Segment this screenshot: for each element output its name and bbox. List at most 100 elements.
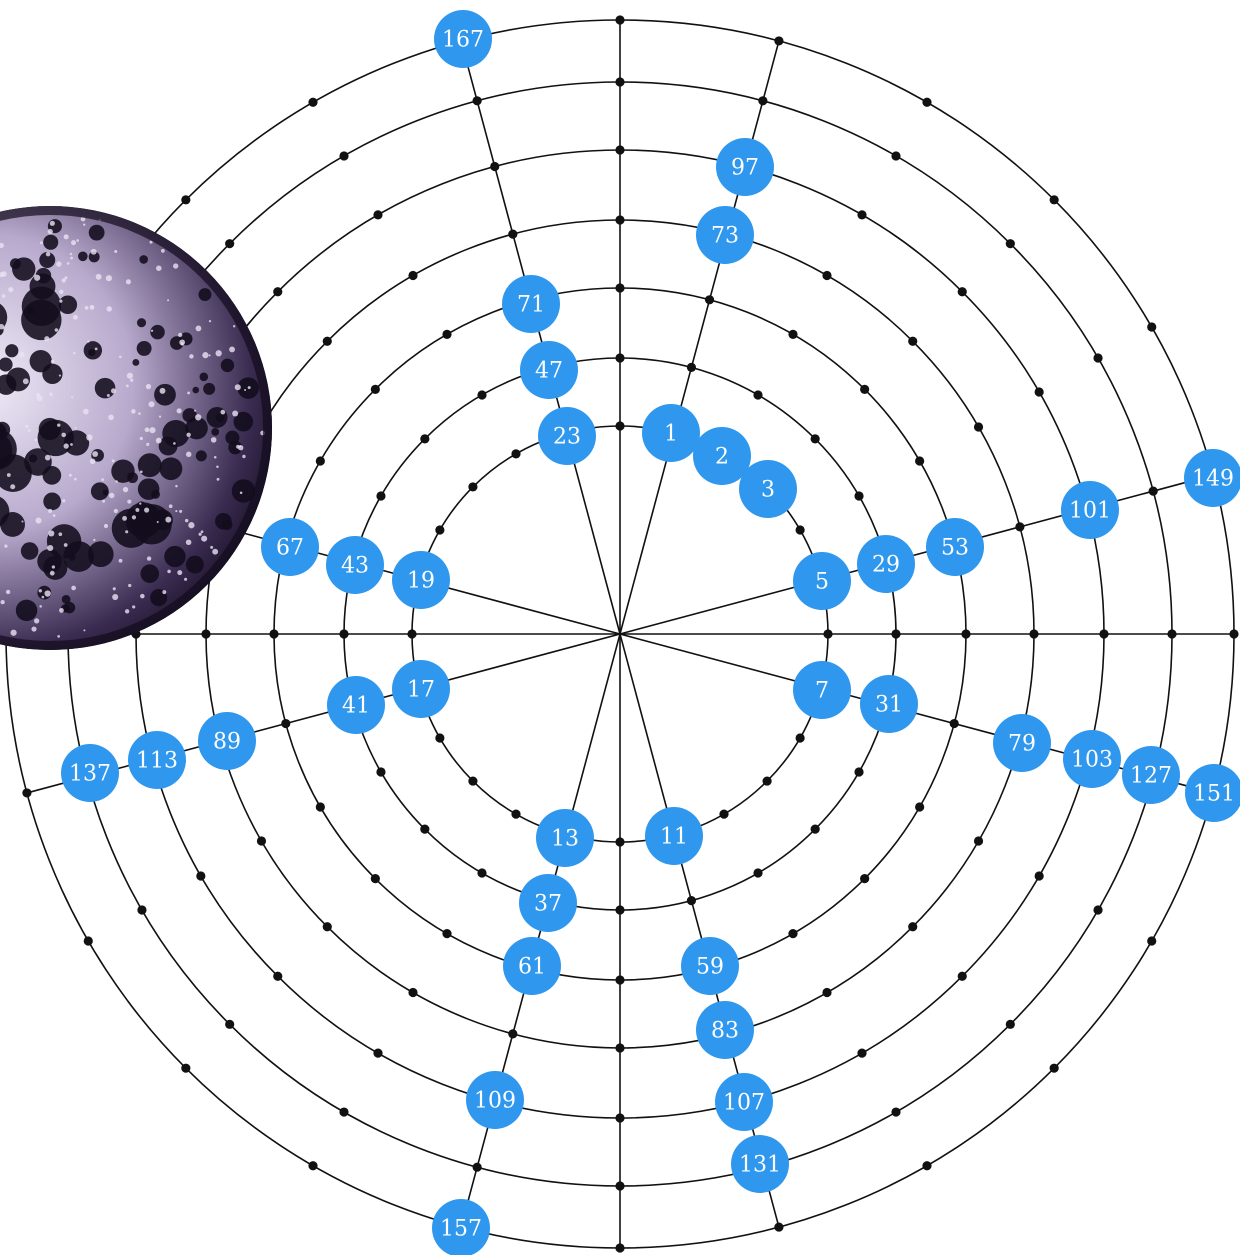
sphere-speck	[58, 374, 61, 377]
node-label: 3	[761, 478, 775, 503]
prime-node: 71	[502, 275, 560, 333]
grid-dot	[891, 629, 901, 639]
prime-node: 43	[326, 536, 384, 594]
sphere-hole	[5, 344, 19, 358]
sphere-hole	[87, 541, 114, 568]
sphere-speck	[112, 587, 116, 591]
grid-dot	[376, 767, 386, 777]
sphere-hole	[21, 286, 62, 326]
sphere-speck	[156, 265, 162, 271]
sphere-speck	[210, 437, 217, 443]
sphere-hole	[132, 359, 140, 366]
sphere-speck	[173, 263, 179, 269]
sphere-speck	[111, 459, 115, 463]
grid-dot	[823, 629, 833, 639]
grid-dot	[468, 482, 478, 492]
sphere-speck	[239, 491, 243, 495]
sphere-speck	[185, 451, 192, 458]
sphere-speck	[64, 276, 68, 280]
grid-dot	[788, 329, 798, 339]
sphere-hole	[139, 255, 148, 264]
sphere-hole	[211, 427, 220, 436]
grid-dot	[908, 922, 918, 932]
sphere-speck	[59, 289, 64, 295]
sphere-speck	[188, 522, 195, 529]
prime-node: 7	[793, 661, 851, 719]
grid-dot	[1147, 936, 1157, 946]
sphere-speck	[189, 354, 194, 359]
sphere-speck	[176, 408, 182, 414]
sphere-hole	[136, 318, 147, 328]
sphere-speck	[167, 299, 170, 302]
sphere-speck	[159, 387, 166, 394]
sphere-speck	[175, 510, 178, 513]
sphere-speck	[139, 436, 143, 441]
grid-dot	[442, 929, 452, 939]
sphere-speck	[49, 220, 55, 226]
grid-dot	[615, 215, 625, 225]
sphere-hole	[140, 564, 160, 583]
sphere-speck	[22, 378, 29, 385]
prime-node: 97	[716, 138, 774, 196]
sphere-speck	[51, 565, 56, 569]
node-label: 149	[1192, 467, 1234, 492]
node-circle	[793, 661, 851, 719]
sphere-hole	[150, 324, 165, 340]
grid-dot	[615, 837, 625, 847]
sphere-speck	[146, 442, 150, 446]
grid-dot	[508, 1029, 518, 1039]
sphere-speck	[118, 558, 123, 563]
prime-node: 53	[926, 518, 984, 576]
sphere-hole	[136, 501, 147, 512]
node-label: 167	[442, 28, 484, 53]
sphere-speck	[145, 383, 152, 390]
sphere-speck	[106, 393, 110, 397]
node-circle	[503, 937, 561, 995]
grid-dot	[435, 733, 445, 743]
grid-dot	[615, 353, 625, 363]
sphere-speck	[74, 426, 77, 429]
prime-node: 19	[392, 551, 450, 609]
node-circle	[693, 427, 751, 485]
sphere-speck	[48, 508, 53, 513]
grid-dot	[269, 629, 279, 639]
grid-dot	[973, 422, 984, 432]
sphere-speck	[34, 274, 41, 281]
grid-dot	[508, 229, 518, 239]
sphere-speck	[122, 486, 129, 493]
sphere-speck	[58, 532, 63, 537]
sphere-speck	[45, 251, 51, 257]
node-circle	[392, 551, 450, 609]
sphere-speck	[131, 515, 137, 520]
prime-node: 13	[536, 809, 594, 867]
sphere-hole	[43, 234, 59, 250]
grid-dot	[860, 384, 870, 394]
grid-dot	[762, 776, 772, 786]
grid-dot	[511, 809, 521, 819]
grid-dot	[442, 329, 452, 339]
radial-spokes	[6, 20, 1234, 1248]
sphere-hole	[63, 601, 76, 614]
sphere-speck	[10, 484, 16, 490]
grid-dot	[774, 1222, 784, 1232]
node-label: 31	[875, 693, 903, 718]
sphere-speck	[48, 530, 55, 537]
grid-dot	[1005, 1019, 1015, 1029]
node-circle	[645, 807, 703, 865]
sphere-hole	[68, 553, 76, 561]
prime-node: 5	[793, 552, 851, 610]
sphere-speck	[125, 384, 129, 388]
sphere-speck	[238, 445, 244, 451]
sphere-speck	[139, 470, 143, 474]
sphere-hole	[58, 295, 78, 315]
prime-node: 2	[693, 427, 751, 485]
sphere-speck	[59, 607, 64, 613]
sphere-speck	[160, 249, 165, 253]
node-label: 41	[342, 694, 370, 719]
sphere-speck	[84, 306, 89, 310]
prime-node: 67	[261, 518, 319, 576]
sphere-speck	[114, 249, 118, 253]
sphere-hole	[38, 417, 61, 441]
node-circle	[681, 937, 739, 995]
